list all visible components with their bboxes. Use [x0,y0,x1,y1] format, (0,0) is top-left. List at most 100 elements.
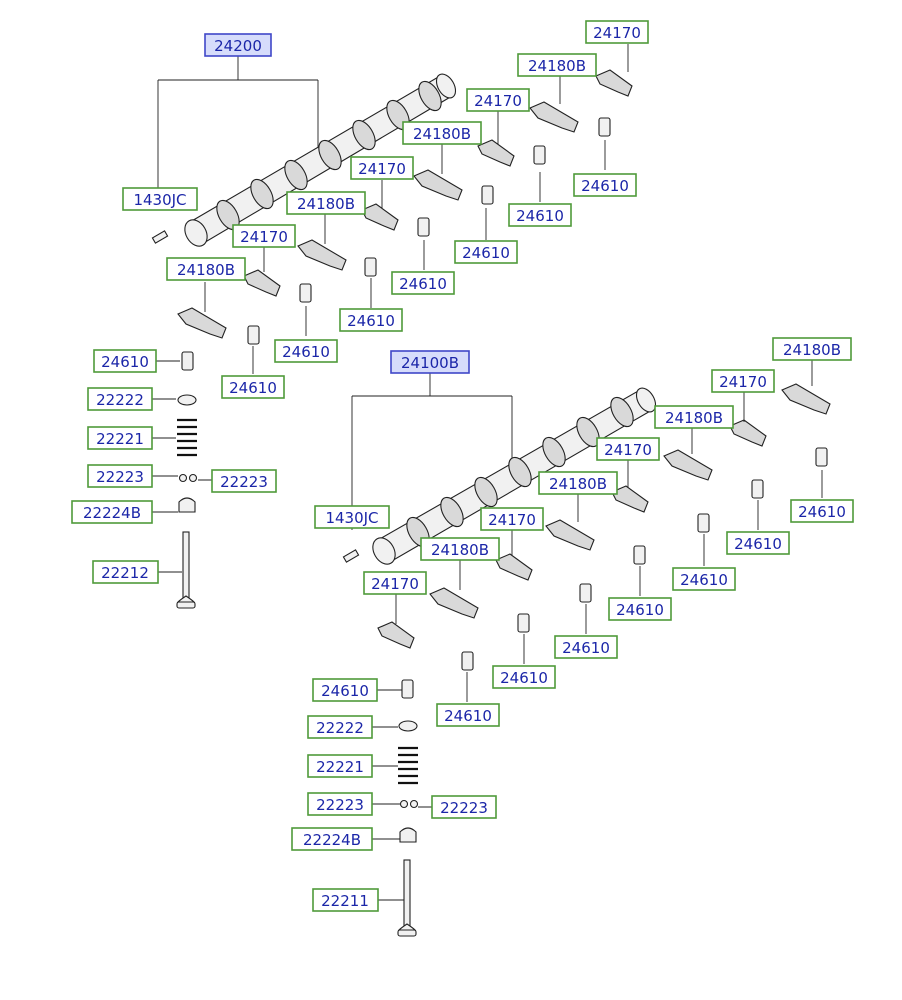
upper-leaders [152,44,629,573]
label-24610-u6: 24610 [274,339,338,363]
label-24200: 24200 [204,33,272,57]
label-24610-l1: 24610 [790,499,854,523]
adjuster-2 [247,325,260,345]
lower-leaders [372,360,823,901]
label-24170-l3: 24170 [480,507,544,531]
adjuster-10 [461,651,474,671]
lower-adjusters [401,447,828,699]
label-24610-l2: 24610 [726,531,790,555]
rocker-arm-16 [781,383,831,415]
label-24180B-u3: 24180B [286,191,366,215]
lower-valve [397,859,417,937]
upper-retainer [177,394,197,406]
svg-text:22222: 22222 [316,719,364,737]
rocker-arm-6 [477,139,515,167]
svg-text:24170: 24170 [593,24,641,42]
label-24170-l2: 24170 [596,437,660,461]
svg-text:24180B: 24180B [177,261,235,279]
adjuster-16 [815,447,828,467]
adjuster-9 [401,679,414,699]
svg-text:22223: 22223 [96,468,144,486]
svg-text:22224B: 22224B [303,831,361,849]
adjuster-7 [533,145,546,165]
svg-text:24610: 24610 [562,639,610,657]
svg-text:24170: 24170 [488,511,536,529]
svg-text:24610: 24610 [798,503,846,521]
label-22222-lower: 22222 [307,715,373,739]
svg-text:22212: 22212 [101,564,149,582]
svg-text:24170: 24170 [240,228,288,246]
rocker-arm-9 [377,621,415,649]
label-24180B-u1: 24180B [517,53,597,77]
label-24610-l8: 24610 [312,678,378,702]
svg-text:24200: 24200 [214,37,262,55]
lower-camshaft [372,387,657,565]
adjuster-11 [517,613,530,633]
rocker-arm-3 [297,239,347,271]
label-22221-upper: 22221 [87,426,153,450]
adjuster-4 [364,257,377,277]
rocker-arm-1 [177,307,227,339]
label-24180B-l2: 24180B [654,405,734,429]
svg-text:24180B: 24180B [549,475,607,493]
rocker-arm-10 [429,587,479,619]
label-24610-l4: 24610 [608,597,672,621]
lower-cotter-r [409,799,419,809]
adjuster-15 [751,479,764,499]
label-22223-lower-r: 22223 [431,795,497,819]
label-24610-u3: 24610 [454,240,518,264]
adjuster-3 [299,283,312,303]
upper-camshaft-bracket [157,56,319,188]
lower-retainer [398,720,418,732]
svg-text:24610: 24610 [229,379,277,397]
rocker-arm-8 [595,69,633,97]
label-24610-u1: 24610 [573,173,637,197]
svg-text:22211: 22211 [321,892,369,910]
svg-text:24610: 24610 [347,312,395,330]
svg-text:24180B: 24180B [431,541,489,559]
rocker-arm-15 [729,419,767,447]
svg-text:24180B: 24180B [665,409,723,427]
svg-text:24170: 24170 [719,373,767,391]
svg-text:22221: 22221 [96,430,144,448]
label-24170-u4: 24170 [232,224,296,248]
label-22222-upper: 22222 [87,387,153,411]
svg-text:24610: 24610 [680,571,728,589]
lower-rockers [377,383,831,649]
svg-text:24170: 24170 [371,575,419,593]
label-24610-u2: 24610 [508,203,572,227]
label-1430JC-lower: 1430JC [314,505,390,529]
label-22223-upper-r: 22223 [211,469,277,493]
label-24170-l4: 24170 [363,571,427,595]
svg-text:22223: 22223 [220,473,268,491]
adjuster-14 [697,513,710,533]
rocker-arm-2 [243,269,281,297]
rocker-arm-11 [495,553,533,581]
label-22224B-lower: 22224B [291,827,373,851]
upper-spring [177,418,197,457]
label-22224B-upper: 22224B [71,500,153,524]
svg-text:24610: 24610 [616,601,664,619]
label-24170-u3: 24170 [350,156,414,180]
lower-assembly [342,360,831,937]
svg-text:22223: 22223 [316,796,364,814]
label-22212: 22212 [92,560,159,584]
labels: 24200 1430JC 24170 24180B 24170 24180B 2… [71,20,854,912]
lower-pin [342,549,360,563]
label-24610-l3: 24610 [672,567,736,591]
upper-valve [176,531,196,609]
rocker-arm-5 [413,169,463,201]
label-24100B: 24100B [390,350,470,374]
label-24170-l1: 24170 [711,369,775,393]
adjuster-8 [598,117,611,137]
svg-text:24610: 24610 [101,353,149,371]
label-24610-u4: 24610 [391,271,455,295]
label-24180B-l3: 24180B [538,471,618,495]
label-1430JC-upper: 1430JC [122,187,198,211]
label-22223-lower-l: 22223 [307,792,373,816]
label-22221-lower: 22221 [307,754,373,778]
label-24170-u1: 24170 [585,20,649,44]
svg-text:24180B: 24180B [413,125,471,143]
label-24610-u5: 24610 [339,308,403,332]
